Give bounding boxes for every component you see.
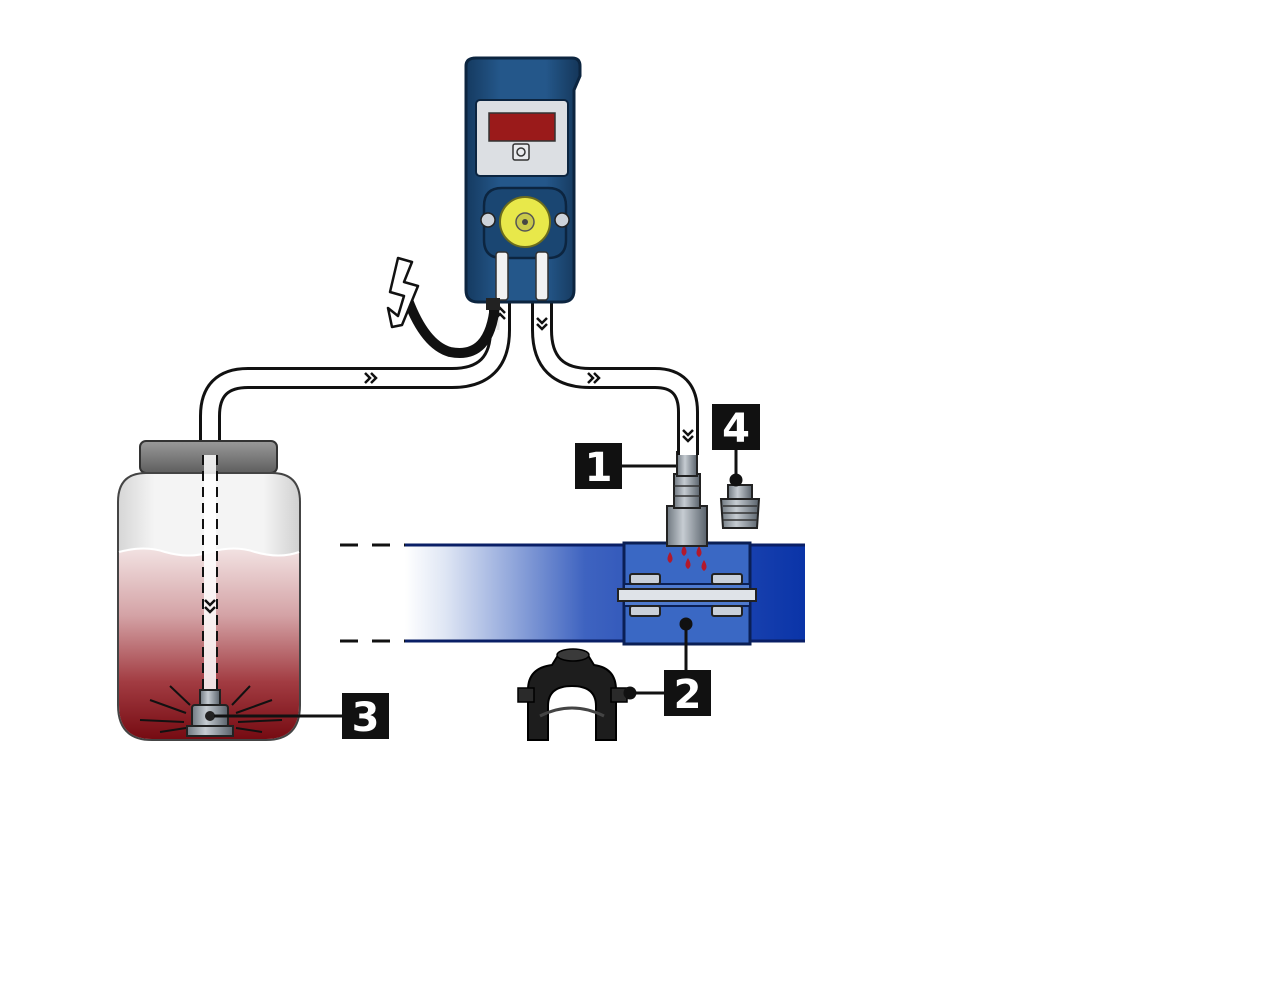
- power-cable: [403, 295, 500, 358]
- suction-hose: [199, 300, 511, 450]
- peristaltic-rotor: [499, 196, 551, 248]
- dosing-pump: [464, 56, 582, 310]
- clamp-saddle-part: [517, 648, 628, 741]
- chemical-tank: [117, 440, 301, 741]
- callout-2-label: 2: [674, 672, 702, 718]
- pump-display: [488, 112, 556, 142]
- callout-1: 1: [575, 443, 622, 491]
- discharge-hose: [531, 300, 699, 455]
- lightning-bolt-icon: [386, 256, 420, 329]
- leader-lines: [214, 450, 743, 718]
- callout-3-label: 3: [352, 695, 380, 741]
- reducer-fitting: [719, 484, 761, 529]
- callout-3: 3: [342, 693, 389, 741]
- pump-power-button: [512, 143, 530, 161]
- foot-filter: [186, 689, 234, 737]
- callout-2: 2: [664, 670, 711, 718]
- callout-4: 4: [712, 404, 760, 452]
- callout-1-label: 1: [585, 445, 613, 491]
- injection-valve: [666, 451, 708, 547]
- callout-4-label: 4: [722, 406, 750, 452]
